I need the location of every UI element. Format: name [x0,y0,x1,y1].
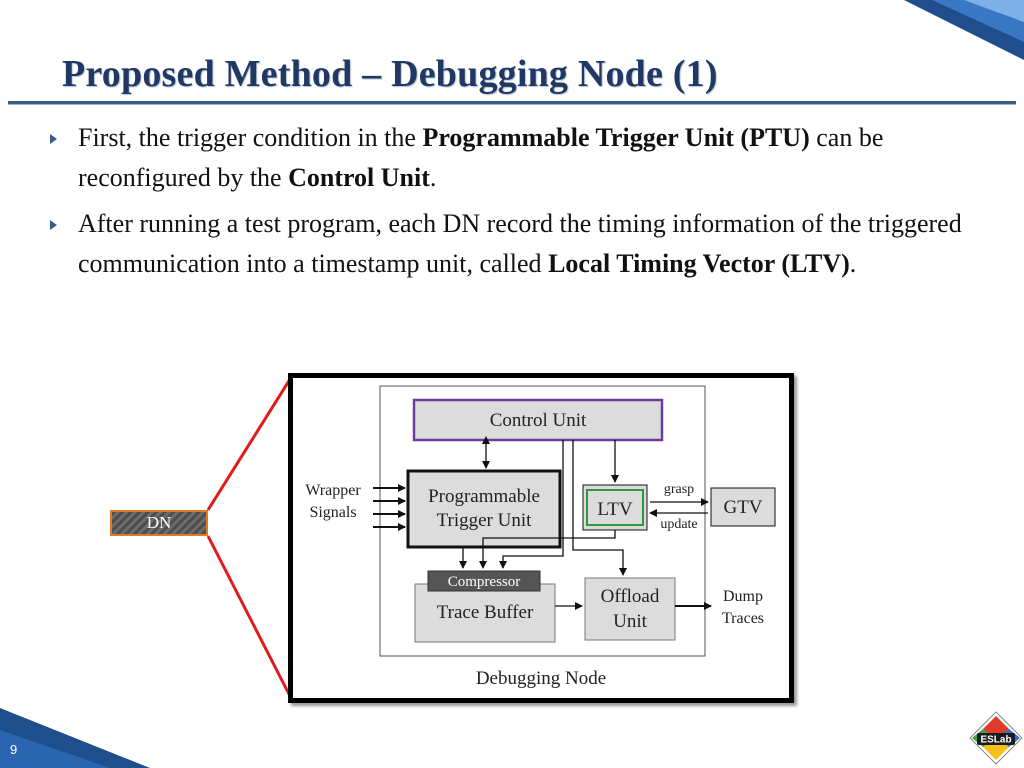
bullet-bold-text: Local Timing Vector (LTV) [548,249,850,278]
title-underline [8,101,1016,104]
bullet-text: can be reconfigured by the [78,123,884,192]
ltv-inner-box [586,489,644,526]
bullet-text: First, the trigger condition in the [78,123,423,152]
offload-unit-box [584,577,676,641]
bullet-list: First, the trigger condition in the Prog… [48,118,998,290]
update-label: update [660,517,697,532]
compressor-box [427,570,541,592]
bullet-arrow-icon [50,134,57,144]
wrapper-label-line2: Signals [309,504,356,521]
slide-title: Proposed Method – Debugging Node (1) [62,53,718,95]
control-unit-box [412,398,664,442]
bullet-bold-text: Programmable Trigger Unit (PTU) [422,123,810,152]
ptu-label-line2: Trigger Unit [437,510,533,531]
trace-buffer-label: Trace Buffer [437,602,534,623]
compressor-label: Compressor [448,574,521,590]
debugging-node-diagram-frame: Control Unit Programmable Trigger Unit L… [288,373,794,703]
bullet-text: After running a test program, each DN re… [78,209,962,278]
wrapper-label-line1: Wrapper [305,482,361,499]
bullet-item: After running a test program, each DN re… [48,204,998,284]
cu-trace-arrow [499,440,564,569]
offload-label-line1: Offload [601,586,660,607]
control-unit-label: Control Unit [490,410,587,431]
bullet-text: . [429,163,437,192]
ptu-box [406,469,562,549]
corner-decoration-bottom-left [0,708,150,768]
diagram-caption: Debugging Node [476,668,606,689]
dn-node-box: DN [110,510,208,536]
bullet-bold-text: Control Unit [288,163,430,192]
corner-decoration-top-right [904,0,1024,60]
offload-label-line2: Unit [613,611,648,632]
logo-text: ESLab [980,735,1011,746]
dump-label-line2: Traces [722,610,764,627]
gtv-label: GTV [723,497,762,518]
bullet-item: First, the trigger condition in the Prog… [48,118,998,198]
ptu-label-line1: Programmable [428,486,540,507]
ptu-ltv-arrow [479,530,616,569]
gtv-box [710,487,776,527]
eslab-logo: ESLab [969,711,1023,765]
debugging-node-diagram: Control Unit Programmable Trigger Unit L… [305,385,776,689]
bullet-text: . [849,249,857,278]
trace-buffer-box [414,583,556,643]
inner-boundary [379,385,706,657]
page-number: 9 [10,742,18,757]
grasp-label: grasp [664,482,694,497]
ltv-box [582,484,648,531]
bullet-arrow-icon [50,220,57,230]
cu-offload-arrow [572,440,627,576]
dump-label-line1: Dump [723,588,763,605]
ltv-label: LTV [597,499,632,520]
